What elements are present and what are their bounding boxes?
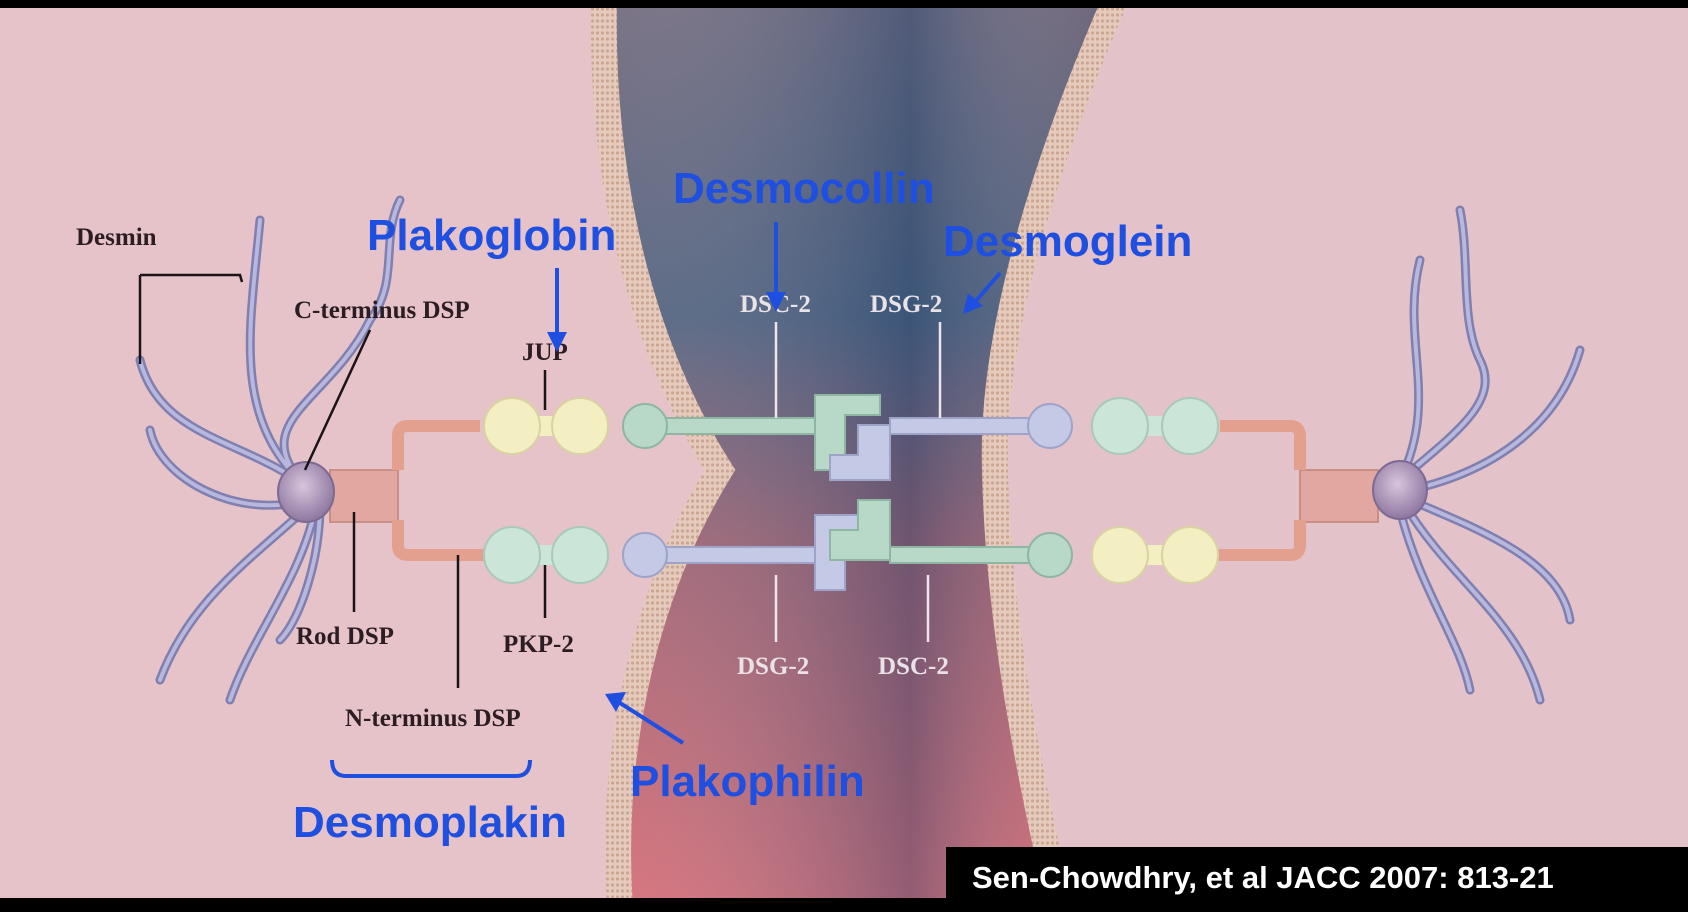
left-rod-dsp [330,470,398,522]
annotation-plakophilin: Plakophilin [630,757,865,806]
left-c-terminus-knob [278,462,334,522]
label-dsg2-top: DSG-2 [870,291,942,318]
citation-text: Sen-Chowdhry, et al JACC 2007: 813-21 [972,860,1554,895]
annotation-desmoplakin: Desmoplakin [293,798,567,847]
right-cell [995,0,1688,907]
annotation-desmoglein: Desmoglein [943,217,1192,266]
label-n-terminus-dsp: N-terminus DSP [345,705,521,732]
label-c-terminus-dsp: C-terminus DSP [294,297,470,324]
label-desmin: Desmin [76,224,157,251]
label-dsc2-bottom: DSC-2 [878,653,949,680]
annotation-desmocollin: Desmocollin [673,164,935,213]
right-c-terminus-knob [1373,461,1427,519]
annotation-plakoglobin: Plakoglobin [367,211,616,260]
label-pkp2: PKP-2 [503,631,574,658]
right-rod-dsp [1300,470,1378,522]
label-rod-dsp: Rod DSP [296,623,394,650]
label-dsg2-bottom: DSG-2 [737,653,809,680]
